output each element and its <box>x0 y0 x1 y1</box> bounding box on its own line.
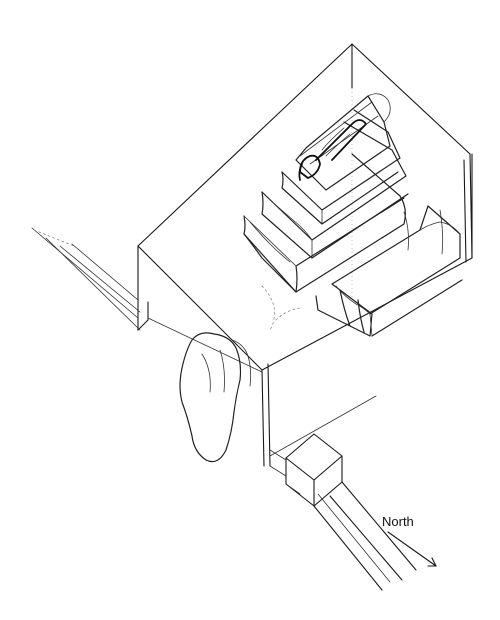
stepped-platform <box>243 93 409 293</box>
entrance-cube <box>269 433 343 507</box>
north-arrow <box>387 531 437 567</box>
chamber-wireframe <box>137 43 473 467</box>
exit-passage <box>313 481 417 591</box>
side-bench <box>315 205 463 337</box>
entrance-corridor <box>31 227 141 331</box>
north-label: North <box>382 514 414 529</box>
rubble-sketch <box>179 285 301 463</box>
